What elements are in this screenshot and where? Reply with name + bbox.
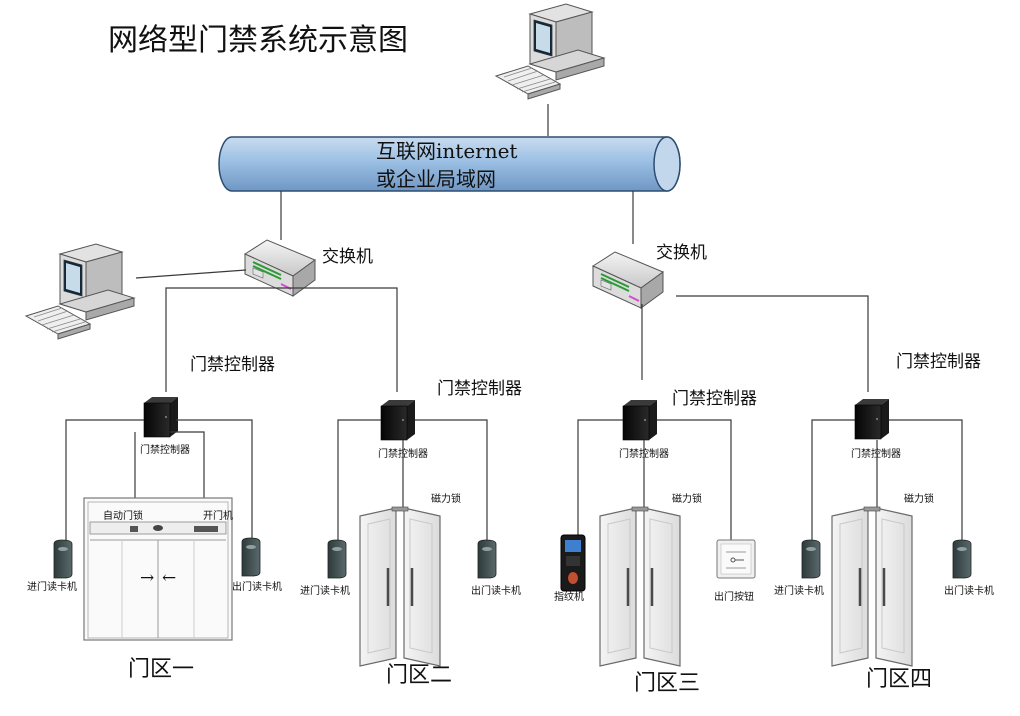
fingerprint-label: 指纹机 — [554, 590, 584, 603]
left-switch-bus — [165, 287, 398, 392]
exit-button-label: 出门按钮 — [714, 590, 754, 603]
controller-label-z4: 门禁控制器 — [896, 352, 981, 372]
zone-2: 门禁控制器 磁力锁 进门读卡机 出门读卡机 门区二 — [300, 399, 521, 688]
diagram-title: 网络型门禁系统示意图 — [108, 23, 408, 58]
z2-wire-exit — [415, 419, 488, 540]
exit-reader-label-z4: 出门读卡机 — [944, 584, 994, 597]
entry-reader-label-z2: 进门读卡机 — [300, 584, 350, 597]
z4-wire-exit — [889, 419, 963, 540]
controller-label-z3: 门禁控制器 — [672, 389, 757, 409]
controller-box-z4-icon — [854, 398, 890, 440]
lock-label-z4: 磁力锁 — [904, 492, 934, 505]
controller-box-z3-icon — [622, 399, 658, 441]
entry-reader-z2-icon — [327, 539, 347, 579]
z2-wire-entry — [337, 419, 381, 540]
auto-door: 自动门锁 开门机 → ← — [83, 497, 233, 641]
z1-wire-exit — [176, 419, 253, 540]
right-switch-icon — [592, 251, 664, 309]
door-z4 — [830, 505, 914, 668]
left-switch-label: 交换机 — [322, 247, 373, 267]
controller-caption-z1: 门禁控制器 — [140, 443, 190, 456]
exit-reader-z1-icon — [241, 537, 261, 577]
exit-button-icon — [716, 539, 756, 579]
arrow-out: ← — [162, 568, 176, 588]
network-pipe: 互联网internet 或企业局域网 — [218, 136, 681, 192]
zone-4: 门禁控制器 磁力锁 进门读卡机 出门读卡机 门区四 — [774, 398, 994, 692]
open-machine-label: 开门机 — [203, 509, 233, 522]
z3-wire-finger — [577, 419, 623, 535]
lock-label-z3: 磁力锁 — [672, 492, 702, 505]
admin-computer-icon — [25, 243, 135, 340]
exit-reader-z2-icon — [477, 539, 497, 579]
controller-box-z1-icon — [143, 396, 179, 438]
door-z2 — [358, 505, 442, 668]
controller-caption-z4: 门禁控制器 — [851, 447, 901, 460]
zone-2-title: 门区二 — [386, 663, 452, 688]
entry-reader-z1-icon — [53, 539, 73, 579]
controller-label-z2: 门禁控制器 — [437, 379, 522, 399]
network-label-line1: 互联网internet — [376, 139, 517, 163]
server-computer-icon — [495, 3, 605, 100]
right-switch-label: 交换机 — [656, 243, 707, 263]
zone-1-title: 门区一 — [128, 657, 194, 682]
lock-label-z2: 磁力锁 — [431, 492, 461, 505]
network-label-line2: 或企业局域网 — [376, 167, 496, 191]
controller-label-z1: 门禁控制器 — [190, 355, 275, 375]
exit-reader-label-z1: 出门读卡机 — [232, 580, 282, 593]
zone-3-title: 门区三 — [634, 671, 700, 696]
zone-4-title: 门区四 — [866, 667, 932, 692]
z1-wire-opener — [170, 431, 205, 522]
entry-reader-z4-icon — [801, 539, 821, 579]
admin-link — [135, 269, 247, 279]
controller-box-z2-icon — [380, 399, 416, 441]
fingerprint-device-icon — [560, 534, 586, 592]
exit-reader-label-z2: 出门读卡机 — [471, 584, 521, 597]
entry-reader-label-z4: 进门读卡机 — [774, 584, 824, 597]
z1-wire-entry — [65, 419, 144, 540]
exit-reader-z4-icon — [952, 539, 972, 579]
z4-wire-entry — [811, 419, 855, 540]
right-switch-bus — [676, 295, 869, 392]
zone-1: 门禁控制器 自动门锁 开门机 → ← 进门读卡机 出门读卡机 门区一 — [27, 396, 282, 682]
auto-lock-label: 自动门锁 — [103, 509, 143, 522]
arrow-in: → — [140, 568, 154, 588]
door-z3 — [598, 505, 682, 668]
z3-wire-button — [657, 419, 732, 540]
zone-3: 门禁控制器 磁力锁 指纹机 出门按钮 门区三 — [554, 399, 756, 696]
entry-reader-label-z1: 进门读卡机 — [27, 580, 77, 593]
